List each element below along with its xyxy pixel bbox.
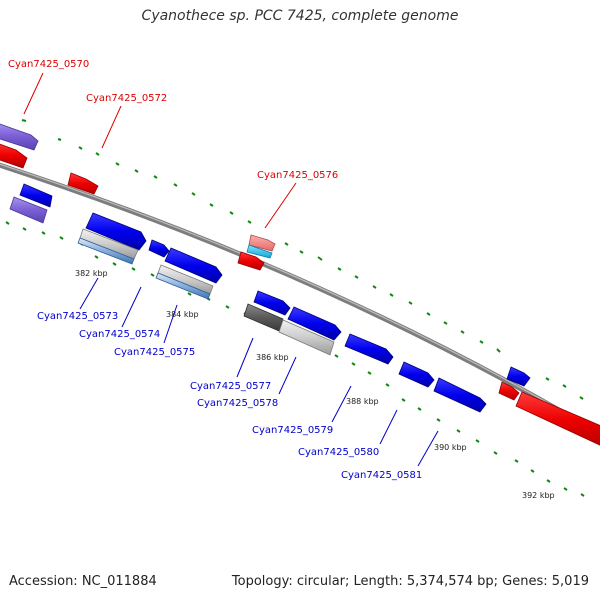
gene-label-Cyan7425_0573[interactable]: Cyan7425_0573 xyxy=(37,311,118,322)
scale-label-392kbp: 392 kbp xyxy=(522,491,555,500)
map-title: Cyanothece sp. PCC 7425, complete genome xyxy=(141,8,459,24)
gene-red-left-glyph[interactable] xyxy=(0,142,28,169)
gene-red-far-right-long-glyph[interactable] xyxy=(515,391,600,448)
gene-label-Cyan7425_0575[interactable]: Cyan7425_0575 xyxy=(114,347,195,358)
callout-lines xyxy=(23,72,439,467)
gene-gray-large-glyph[interactable] xyxy=(278,319,335,356)
gene-label-Cyan7425_0576[interactable]: Cyan7425_0576 xyxy=(257,170,338,181)
gene-label-Cyan7425_0572[interactable]: Cyan7425_0572 xyxy=(86,93,167,104)
gene-Cyan7425_0575-glyph[interactable] xyxy=(164,247,223,284)
genome-summary-text: Topology: circular; Length: 5,374,574 bp… xyxy=(231,574,589,589)
gene-purple-left-lower-glyph[interactable] xyxy=(9,196,48,224)
gene-steel-mid-glyph[interactable] xyxy=(155,264,214,300)
gene-label-Cyan7425_0570[interactable]: Cyan7425_0570 xyxy=(8,59,89,70)
gene-Cyan7425_0576-glyph[interactable] xyxy=(246,234,276,259)
scale-label-384kbp: 384 kbp xyxy=(166,310,199,319)
gene-label-Cyan7425_0577[interactable]: Cyan7425_0577 xyxy=(190,381,271,392)
gene-label-Cyan7425_0579[interactable]: Cyan7425_0579 xyxy=(252,425,333,436)
genome-backbone xyxy=(0,162,600,437)
scale-label-382kbp: 382 kbp xyxy=(75,269,108,278)
gene-label-Cyan7425_0574[interactable]: Cyan7425_0574 xyxy=(79,329,160,340)
gene-Cyan7425_0570-glyph[interactable] xyxy=(0,122,39,151)
gene-blue-left-glyph[interactable] xyxy=(19,183,53,208)
gene-Cyan7425_0578-glyph[interactable] xyxy=(287,306,342,341)
gene-Cyan7425_0581-glyph[interactable] xyxy=(433,377,487,413)
scale-label-386kbp: 386 kbp xyxy=(256,353,289,362)
gene-Cyan7425_0573-glyph[interactable] xyxy=(85,212,147,251)
gene-label-Cyan7425_0580[interactable]: Cyan7425_0580 xyxy=(298,447,379,458)
gene-Cyan7425_0579-glyph[interactable] xyxy=(344,333,394,365)
gene-label-Cyan7425_0581[interactable]: Cyan7425_0581 xyxy=(341,470,422,481)
gene-red-outer-small-glyph[interactable] xyxy=(237,251,265,271)
gene-Cyan7425_0580-glyph[interactable] xyxy=(398,361,435,388)
gene-blue-small-mid-glyph[interactable] xyxy=(148,239,170,258)
gene-Cyan7425_0574-glyph[interactable] xyxy=(77,228,139,265)
scale-label-388kbp: 388 kbp xyxy=(346,397,379,406)
genome-backbone-highlight xyxy=(0,163,600,434)
scale-label-390kbp: 390 kbp xyxy=(434,443,467,452)
gene-Cyan7425_0572-glyph[interactable] xyxy=(67,172,99,195)
gene-blue-far-right-small-glyph[interactable] xyxy=(506,366,531,387)
gene-red-far-right-small-glyph[interactable] xyxy=(498,381,520,401)
accession-text: Accession: NC_011884 xyxy=(9,574,157,589)
gene-blue-after-gap-glyph[interactable] xyxy=(253,290,291,316)
gene-label-Cyan7425_0578[interactable]: Cyan7425_0578 xyxy=(197,398,278,409)
outer-tick-row xyxy=(21,119,584,400)
